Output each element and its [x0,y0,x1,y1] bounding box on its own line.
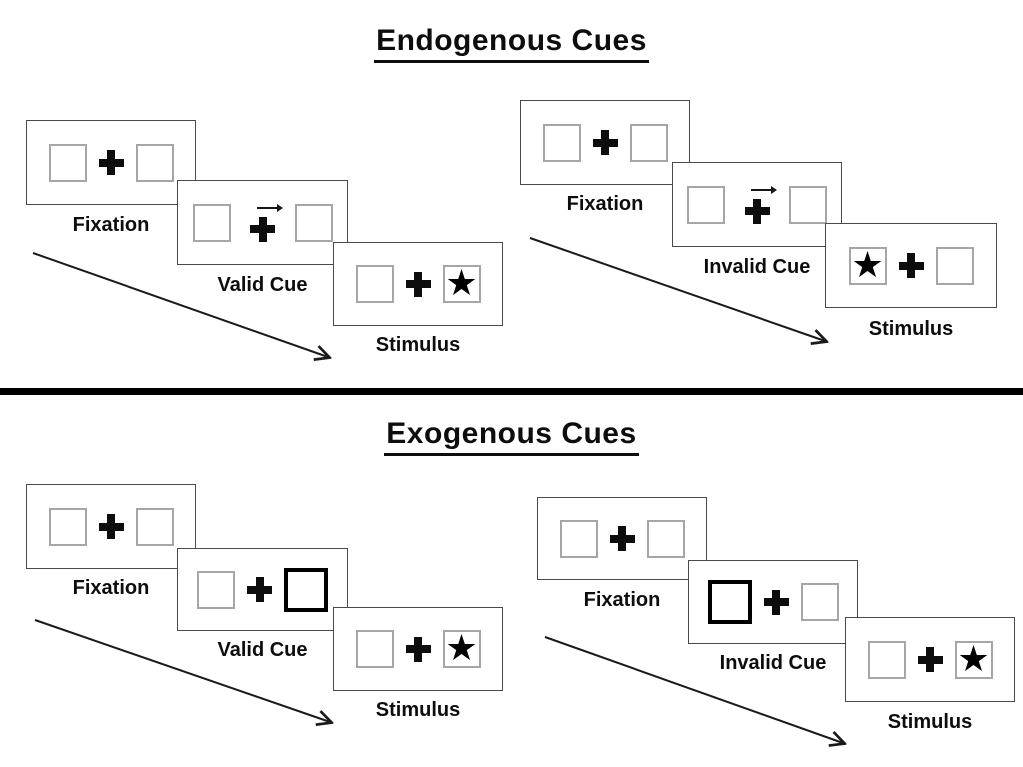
stimulus-panel: ★ [333,242,503,326]
fixation-cross-icon [592,130,618,155]
right-arrow-cue-icon [256,204,283,213]
left-placeholder-box [197,570,235,609]
panel-label-invalid-cue: Invalid Cue [719,652,827,674]
left-placeholder-box [687,185,725,224]
fixation-cross [763,589,789,615]
fixation-cross-icon [405,271,431,297]
right-placeholder-box [629,123,668,162]
right-placeholder-box [646,519,685,558]
right-target-box: ★ [442,262,481,303]
right-placeholder-box [135,143,174,182]
section-divider [0,388,1023,395]
invalid-cue-panel [688,560,858,644]
left-placeholder-box [867,640,906,679]
right-placeholder-box [294,203,333,242]
panel-label-fixation: Fixation [566,193,644,215]
right-placeholder-box [135,507,174,546]
invalid-cue-panel [672,162,842,247]
fixation-cross [609,526,635,551]
fixation-cross-icon [917,647,943,672]
stimulus-panel: ★ [845,617,1015,702]
section-title-endogenous: Endogenous Cues [0,24,1023,63]
star-target-icon: ★ [445,262,478,303]
valid-cue-panel [177,548,348,631]
left-highlighted-cue-box [707,580,752,624]
sequence-arrow [544,636,855,753]
sequence-arrow [529,237,837,352]
panel-label-fixation: Fixation [72,214,150,236]
panel-label-stimulus: Stimulus [887,711,973,733]
fixation-cross-icon [405,636,431,662]
left-placeholder-box [542,123,581,162]
fixation-cross [405,271,431,297]
section-title-exogenous: Exogenous Cues [0,417,1023,456]
stimulus-panel: ★ [333,607,503,691]
panel-label-stimulus: Stimulus [375,699,461,721]
left-target-box: ★ [848,243,887,285]
right-placeholder-box [789,185,827,224]
fixation-cross [405,636,431,662]
section-title-text: Exogenous Cues [384,417,639,456]
star-target-icon: ★ [957,637,990,679]
fixation-cross-icon [763,589,789,615]
fixation-cross [917,647,943,672]
left-placeholder-box [48,143,87,182]
right-highlighted-cue-box [284,567,328,612]
fixation-cross [247,577,272,602]
central-cue [243,204,283,242]
fixation-cross [898,253,924,278]
right-target-box: ★ [954,637,993,679]
fixation-cross-icon [247,577,272,602]
right-target-box: ★ [442,627,481,668]
fixation-panel [26,120,196,205]
fixation-panel [26,484,196,569]
left-placeholder-box [355,265,394,303]
central-cue [737,186,777,224]
sequence-arrow [32,252,345,370]
stimulus-panel: ★ [825,223,997,308]
fixation-cross [98,150,124,175]
section-title-text: Endogenous Cues [374,24,649,63]
fixation-cross-icon [744,198,770,224]
right-arrow-cue-icon [751,186,777,195]
fixation-cross-icon [609,526,635,551]
fixation-cross-icon [98,150,124,175]
right-placeholder-box [800,583,839,621]
fixation-cross-icon [98,514,124,539]
star-target-icon: ★ [445,627,478,668]
valid-cue-panel [177,180,348,265]
fixation-cross [98,514,124,539]
fixation-panel [537,497,707,580]
left-placeholder-box [192,203,231,242]
panel-label-fixation: Fixation [72,577,150,599]
right-placeholder-box [935,246,974,285]
left-placeholder-box [355,630,394,668]
panel-label-stimulus: Stimulus [375,334,461,356]
sequence-arrow [34,619,342,734]
panel-label-valid-cue: Valid Cue [217,639,308,661]
star-target-icon: ★ [851,243,884,285]
panel-label-valid-cue: Valid Cue [217,274,308,296]
fixation-cross-icon [898,253,924,278]
left-placeholder-box [48,507,87,546]
left-placeholder-box [559,519,598,558]
panel-label-fixation: Fixation [583,589,661,611]
panel-label-invalid-cue: Invalid Cue [703,256,811,278]
fixation-cross [592,130,618,155]
panel-label-stimulus: Stimulus [868,318,954,340]
fixation-panel [520,100,690,185]
fixation-cross-icon [250,216,275,242]
